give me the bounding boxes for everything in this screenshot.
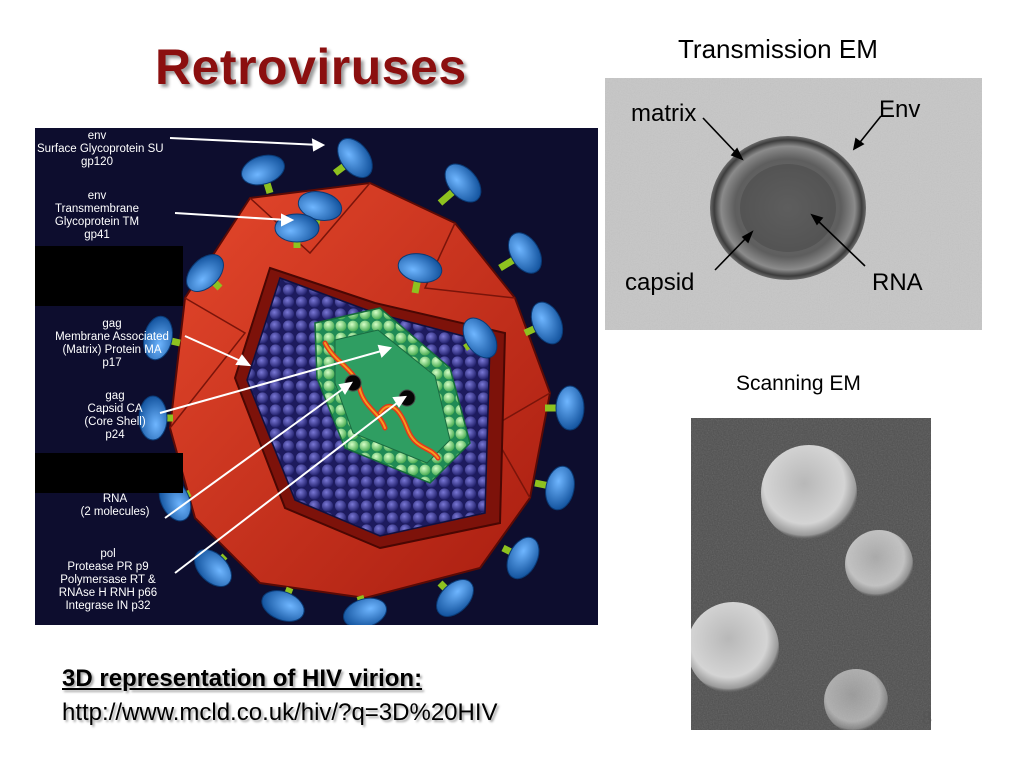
- label-arrows: [159, 137, 407, 574]
- envelope-spikes: [138, 137, 585, 625]
- spike-head: [530, 301, 564, 345]
- transmission-em-image: matrix Env capsid RNA: [605, 78, 982, 330]
- hiv-virion-illustration: [138, 137, 585, 625]
- spike-head: [444, 163, 482, 203]
- spike-head: [138, 395, 168, 441]
- slide-title: Retroviruses: [155, 39, 467, 95]
- scanning-em-title: Scanning EM: [736, 372, 861, 395]
- label-background: [35, 453, 183, 493]
- spike-head: [297, 191, 343, 221]
- diagram-label-line: Transmembrane: [55, 203, 139, 215]
- diagram-label-line: (Matrix) Protein MA: [62, 344, 162, 356]
- caption-heading: 3D representation of HIV virion:: [62, 665, 423, 692]
- diagram-label-line: env: [87, 130, 107, 142]
- diagram-label-line: Capsid CA: [87, 403, 143, 415]
- diagram-label-line: Membrane Associated: [55, 331, 169, 343]
- spike-head: [397, 253, 443, 283]
- tem-label-capsid: capsid: [625, 269, 695, 296]
- tem-label-matrix: matrix: [631, 100, 697, 127]
- diagram-label-line: pol: [100, 548, 116, 560]
- diagram-label-line: Glycoprotein TM: [54, 216, 140, 228]
- spike-head: [241, 154, 285, 186]
- spike-head: [436, 579, 474, 617]
- diagram-label-line: Surface Glycoprotein SU: [37, 143, 164, 155]
- diagram-label-line: Protease PR p9: [67, 561, 149, 573]
- virion-particle: [761, 445, 857, 541]
- transmission-em-micrograph: [605, 78, 982, 330]
- scanning-em-image: [691, 418, 931, 730]
- spike-head: [545, 465, 575, 511]
- diagram-label-line: Integrase IN p32: [65, 600, 151, 612]
- spike-head: [343, 597, 387, 625]
- diagram-label-line: p17: [102, 357, 122, 369]
- tem-label-env: Env: [879, 96, 921, 123]
- diagram-label-line: gp41: [84, 229, 110, 241]
- spike-head: [508, 232, 542, 274]
- spike-head: [506, 536, 540, 580]
- diagram-label-line: gag: [102, 318, 122, 330]
- scanning-em-micrograph: [691, 418, 931, 730]
- diagram-label-line: RNAse H RNH p66: [58, 587, 158, 599]
- diagram-label-line: env: [87, 190, 107, 202]
- spike-head: [337, 137, 373, 179]
- virion-particle: [691, 602, 779, 694]
- spike-head: [143, 315, 173, 361]
- diagram-label-line: Polymersase RT &: [60, 574, 156, 586]
- tem-label-rna: RNA: [872, 269, 923, 296]
- source-link[interactable]: http://www.mcld.co.uk/hiv/?q=3D%20HIV: [62, 699, 498, 726]
- spike-head: [555, 385, 585, 431]
- diagram-label-line: gp120: [81, 156, 113, 168]
- diagram-label: RNA(2 molecules): [55, 493, 175, 519]
- label-background: [35, 246, 183, 306]
- spike-head: [462, 317, 498, 359]
- diagram-label-line: (2 molecules): [80, 506, 150, 518]
- spike-head: [194, 549, 232, 587]
- diagram-label-line: gag: [105, 390, 125, 402]
- virion-particle: [845, 530, 913, 598]
- spike-head: [186, 254, 224, 292]
- diagram-label-line: (Core Shell): [84, 416, 146, 428]
- virion-particle: [824, 669, 888, 730]
- transmission-em-title: Transmission EM: [678, 34, 878, 64]
- spike-head: [261, 590, 305, 622]
- slide-number: 8: [922, 708, 933, 728]
- diagram-label-line: p24: [105, 429, 125, 441]
- diagram-label-line: RNA: [102, 493, 128, 505]
